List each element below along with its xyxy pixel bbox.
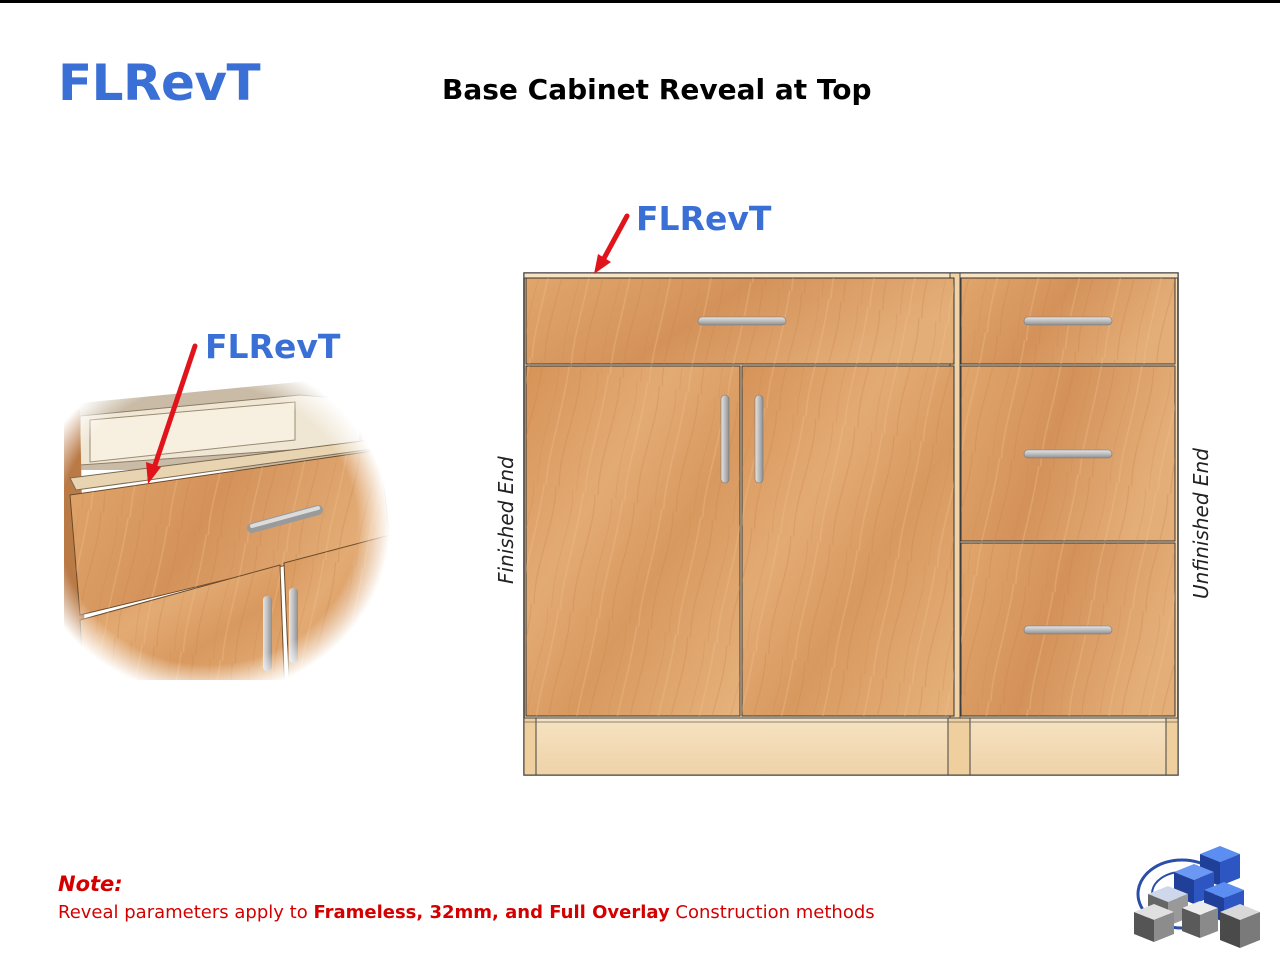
main-cabinet <box>523 272 1179 776</box>
top-border <box>0 0 1280 3</box>
detail-inset <box>64 378 391 701</box>
door-handle <box>720 394 730 484</box>
note-prefix: Reveal parameters apply to <box>58 902 314 923</box>
drawer-handle <box>1023 316 1113 326</box>
toe-kick <box>523 717 1179 776</box>
door-left <box>525 365 741 717</box>
slide-heading: Base Cabinet Reveal at Top <box>442 73 872 106</box>
red-arrow-icon <box>146 343 198 484</box>
top-drawer-right <box>960 277 1176 365</box>
drawer-right-bottom <box>960 542 1176 717</box>
slide-title: FLRevT <box>58 54 261 112</box>
note-body: Reveal parameters apply to Frameless, 32… <box>58 902 875 923</box>
callout-label-detail: FLRevT <box>205 327 341 366</box>
callout-label-main: FLRevT <box>636 199 772 238</box>
unfinished-end-label: Unfinished End <box>1189 448 1213 599</box>
finished-end-label: Finished End <box>494 456 518 584</box>
drawer-handle <box>697 316 787 326</box>
door-right <box>741 365 955 717</box>
cube-logo-icon <box>1134 846 1260 948</box>
note-highlight: Frameless, 32mm, and Full Overlay <box>313 902 670 923</box>
red-arrow-icon <box>594 213 630 274</box>
note-title: Note: <box>58 872 123 896</box>
top-drawer-left <box>525 277 955 365</box>
note-suffix: Construction methods <box>669 902 875 923</box>
drawer-handle <box>1023 449 1113 459</box>
drawer-right-middle <box>960 365 1176 542</box>
door-handle <box>754 394 764 484</box>
drawer-handle <box>1023 625 1113 635</box>
